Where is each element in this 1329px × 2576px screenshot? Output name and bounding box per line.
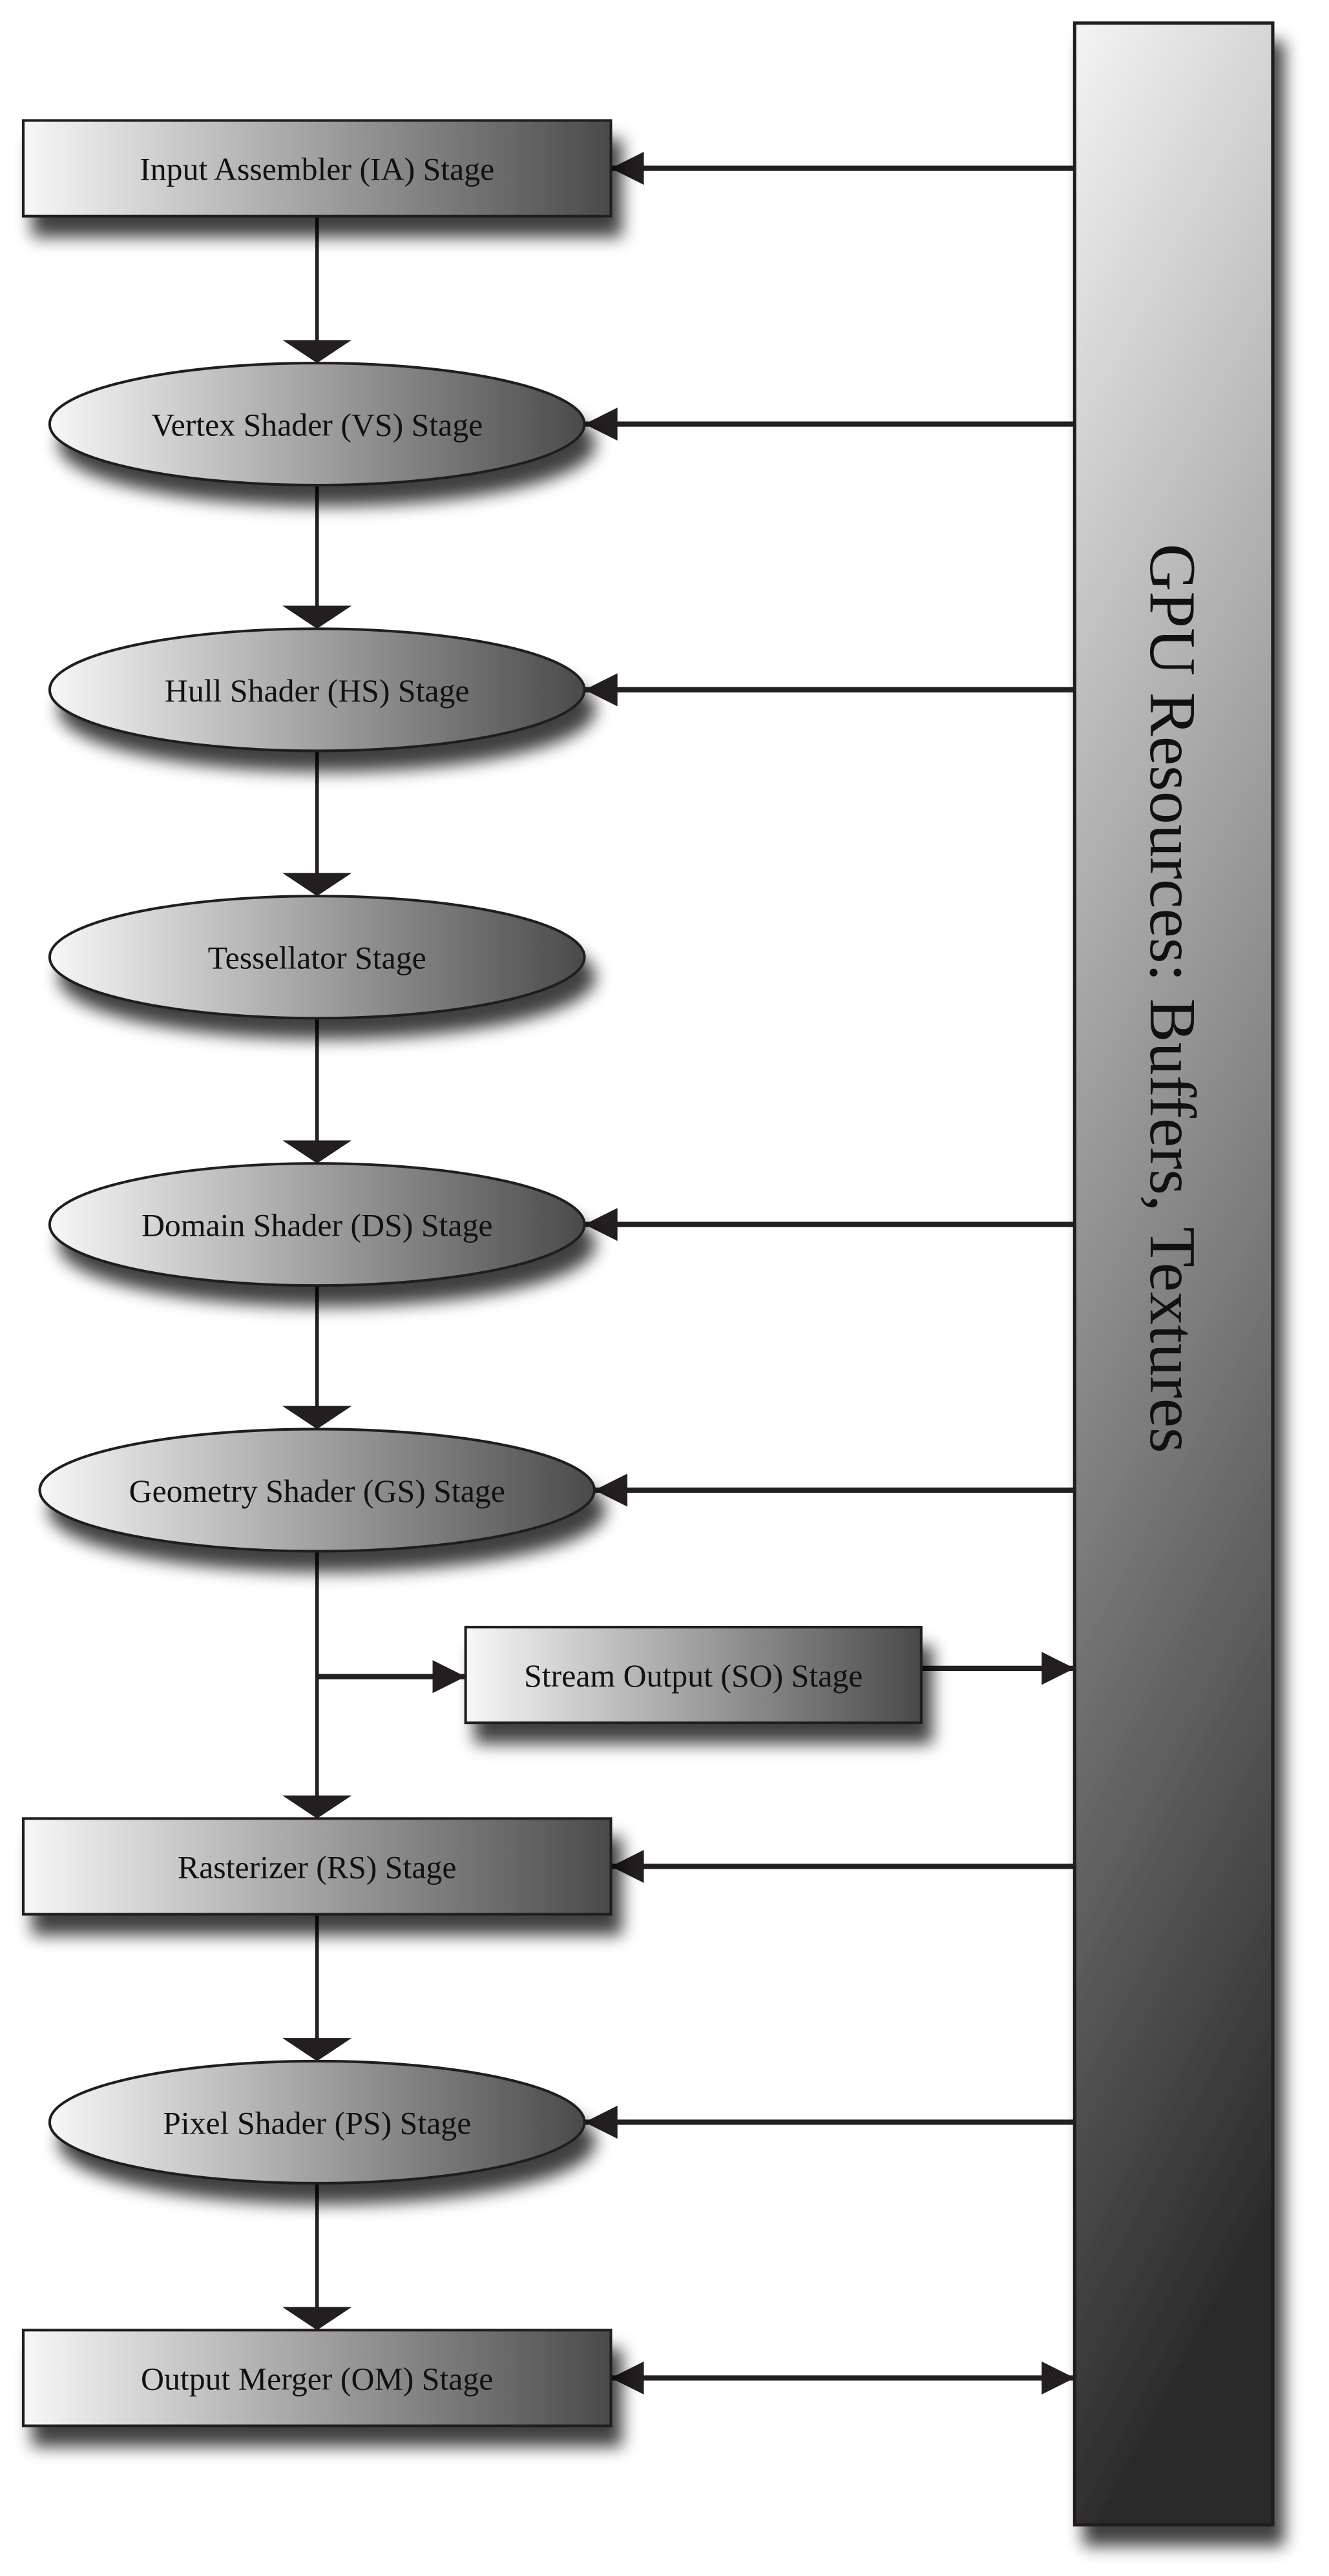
stage-box	[464, 1625, 923, 1725]
stage-label: Output Merger (OM) Stage	[141, 2361, 493, 2396]
gpu-resources-panel: GPU Resources: Buffers, Textures	[1073, 21, 1275, 2527]
stage-label: Stream Output (SO) Stage	[524, 1658, 863, 1694]
stage-so: Stream Output (SO) Stage	[464, 1625, 923, 1725]
stage-ps: Pixel Shader (PS) Stage	[48, 2059, 586, 2185]
stage-ts: Tessellator Stage	[48, 895, 586, 1020]
stage-rs: Rasterizer (RS) Stage	[21, 1817, 612, 1916]
stage-ellipse	[48, 1162, 586, 1287]
stage-box	[21, 119, 612, 218]
stage-ellipse	[48, 2059, 586, 2185]
stage-label: Domain Shader (DS) Stage	[141, 1208, 493, 1243]
stage-ellipse	[48, 627, 586, 753]
stage-ia: Input Assembler (IA) Stage	[21, 119, 612, 218]
stage-ellipse	[38, 1428, 596, 1553]
stage-label: Pixel Shader (PS) Stage	[163, 2105, 471, 2141]
stage-hs: Hull Shader (HS) Stage	[48, 627, 586, 753]
stage-ellipse	[48, 895, 586, 1020]
stage-box	[21, 1817, 612, 1916]
stage-label: Tessellator Stage	[208, 940, 426, 976]
stage-ellipse	[48, 362, 586, 487]
stage-ds: Domain Shader (DS) Stage	[48, 1162, 586, 1287]
stage-vs: Vertex Shader (VS) Stage	[48, 362, 586, 487]
stage-label: Rasterizer (RS) Stage	[178, 1849, 456, 1885]
stage-om: Output Merger (OM) Stage	[21, 2329, 612, 2427]
stage-label: Input Assembler (IA) Stage	[140, 151, 494, 187]
stage-label: Geometry Shader (GS) Stage	[129, 1473, 505, 1509]
connections	[282, 152, 1075, 2394]
gpu-resources-label: GPU Resources: Buffers, Textures	[1136, 544, 1209, 1453]
stage-label: Hull Shader (HS) Stage	[165, 673, 470, 709]
stage-gs: Geometry Shader (GS) Stage	[38, 1428, 596, 1553]
stage-box	[21, 2329, 612, 2427]
stage-label: Vertex Shader (VS) Stage	[151, 407, 483, 442]
